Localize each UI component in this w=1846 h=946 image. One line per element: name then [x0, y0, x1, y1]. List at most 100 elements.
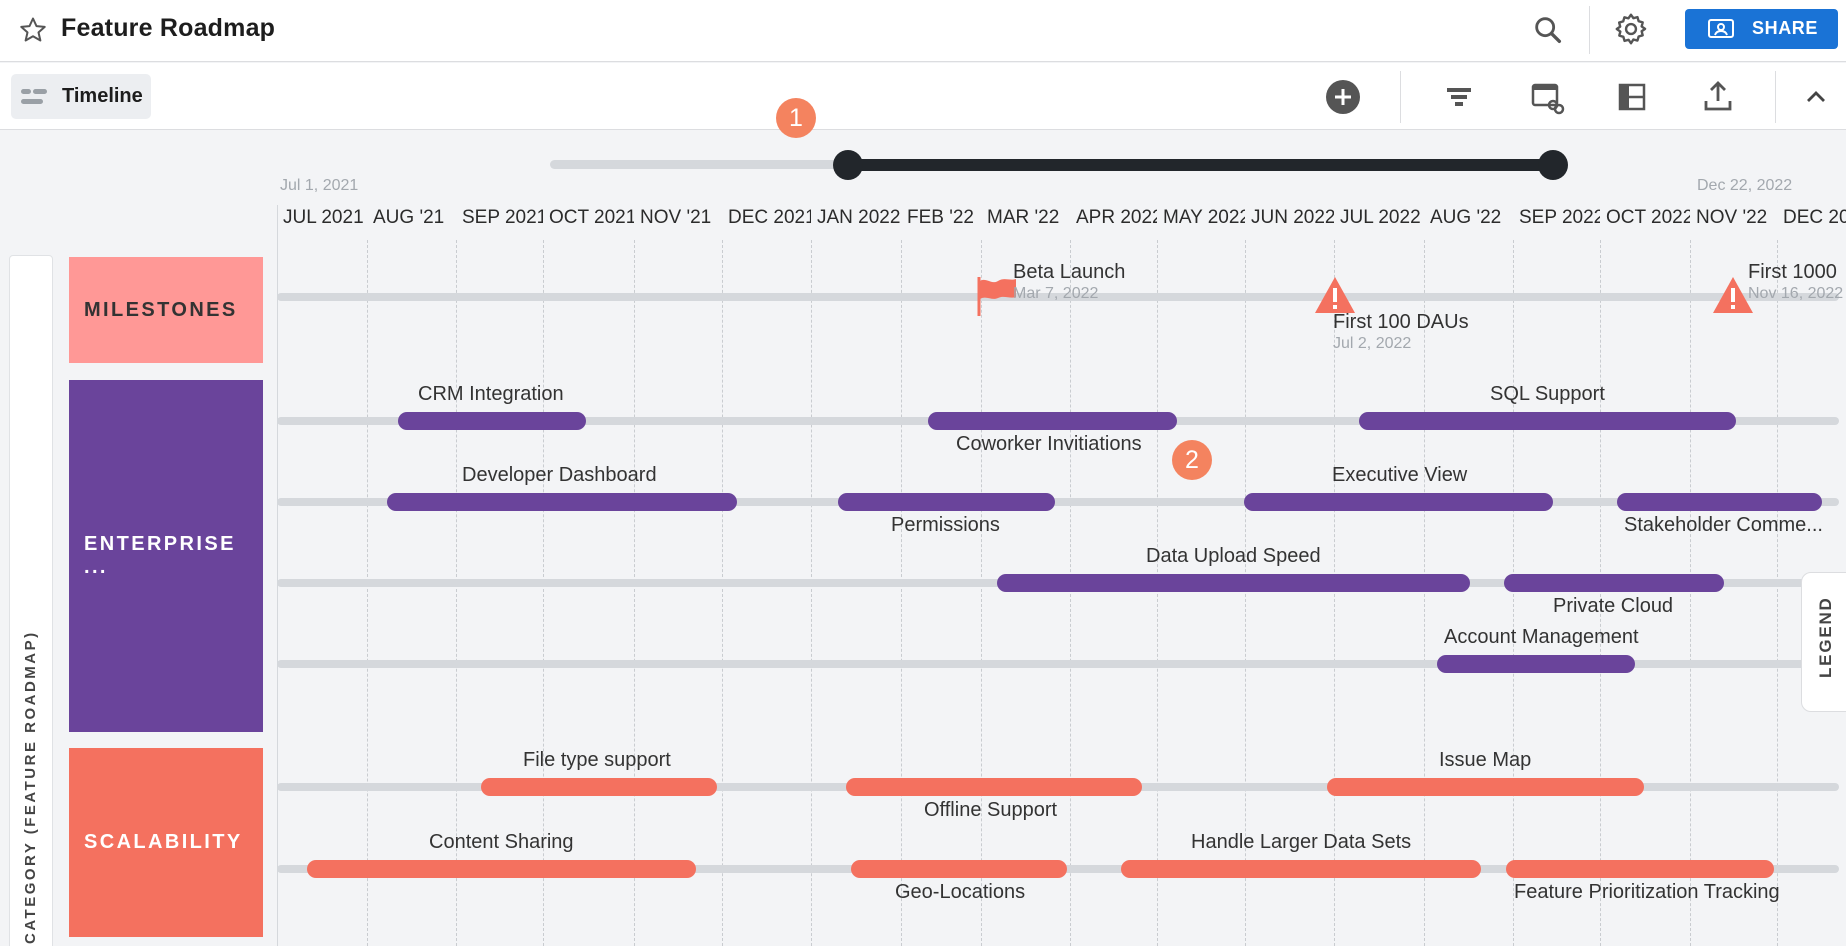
feature-bar[interactable] — [307, 860, 696, 878]
feature-bar[interactable] — [1327, 778, 1644, 796]
grid-line — [901, 240, 902, 946]
milestone-date: Jul 2, 2022 — [1333, 335, 1412, 352]
milestone-title[interactable]: First 100 DAUs — [1333, 311, 1469, 333]
grid-line — [1424, 240, 1425, 946]
range-start-label: Jul 1, 2021 — [280, 177, 359, 194]
view-selector-timeline[interactable]: Timeline — [11, 74, 151, 119]
grid-line — [1334, 240, 1335, 946]
grid-line — [811, 240, 812, 946]
feature-bar[interactable] — [997, 574, 1470, 592]
feature-bar[interactable] — [1244, 493, 1553, 511]
grid-line — [1777, 240, 1778, 946]
feature-bar[interactable] — [1359, 412, 1736, 430]
feature-bar[interactable] — [398, 412, 586, 430]
range-start-handle[interactable] — [833, 150, 863, 180]
feature-label: Content Sharing — [429, 831, 574, 853]
legend-label: LEGEND — [1816, 596, 1835, 678]
milestone-date: Mar 7, 2022 — [1013, 285, 1099, 302]
category-enterprise[interactable]: ENTERPRISE ... — [69, 380, 263, 732]
feature-bar[interactable] — [838, 493, 1055, 511]
window-link-icon[interactable] — [1526, 77, 1566, 117]
feature-lane — [277, 498, 1839, 506]
month-label: DEC 2021 — [728, 207, 811, 228]
feature-label: Private Cloud — [1553, 595, 1674, 617]
divider — [1589, 6, 1590, 54]
chevron-up-icon[interactable] — [1796, 77, 1836, 117]
feature-label: Coworker Invitiations — [956, 433, 1142, 455]
gear-icon[interactable] — [1613, 11, 1649, 47]
add-icon[interactable] — [1323, 77, 1363, 117]
feature-label: Permissions — [891, 514, 1000, 536]
export-icon[interactable] — [1698, 77, 1738, 117]
feature-bar[interactable] — [1437, 655, 1635, 673]
share-button[interactable]: SHARE — [1685, 9, 1838, 49]
milestone-title[interactable]: First 1000 — [1748, 261, 1837, 283]
category-scalability[interactable]: SCALABILITY — [69, 748, 263, 937]
grid-line — [1157, 240, 1158, 946]
rail-label: CATEGORY (FEATURE ROADMAP) — [22, 630, 39, 944]
month-label: NOV '21 — [640, 207, 712, 228]
category-label: ENTERPRISE ... — [84, 533, 236, 578]
layout-icon[interactable] — [1612, 77, 1652, 117]
warning-icon[interactable] — [1314, 275, 1356, 315]
flag-icon[interactable] — [975, 275, 1021, 317]
divider — [1775, 71, 1776, 123]
feature-bar[interactable] — [851, 860, 1067, 878]
range-end-handle[interactable] — [1538, 150, 1568, 180]
milestone-date: Nov 16, 2022 — [1748, 285, 1844, 302]
feature-bar[interactable] — [1121, 860, 1481, 878]
feature-label: File type support — [523, 749, 671, 771]
search-icon[interactable] — [1531, 13, 1565, 47]
feature-bar[interactable] — [481, 778, 717, 796]
share-label: SHARE — [1752, 18, 1819, 38]
grid-line — [722, 240, 723, 946]
grid-line — [1513, 240, 1514, 946]
feature-label: CRM Integration — [418, 383, 564, 405]
grid-line — [456, 240, 457, 946]
month-label: AUG '21 — [373, 207, 445, 228]
feature-label: Offline Support — [924, 799, 1058, 821]
page-title: Feature Roadmap — [61, 14, 276, 42]
feature-bar[interactable] — [1506, 860, 1774, 878]
range-end-label: Dec 22, 2022 — [1697, 177, 1793, 194]
grid-line — [1600, 240, 1601, 946]
feature-bar[interactable] — [1617, 493, 1822, 511]
divider — [1400, 71, 1401, 123]
feature-bar[interactable] — [846, 778, 1142, 796]
category-label: SCALABILITY — [84, 831, 243, 853]
feature-bar[interactable] — [387, 493, 737, 511]
feature-label: Handle Larger Data Sets — [1191, 831, 1412, 853]
legend-tab[interactable]: LEGEND — [1801, 572, 1846, 712]
warning-icon[interactable] — [1712, 275, 1754, 315]
milestone-lane — [277, 293, 1839, 301]
top-bar: Feature Roadmap SHARE — [0, 0, 1846, 62]
filter-icon[interactable] — [1439, 77, 1479, 117]
share-screen-icon — [1708, 19, 1734, 38]
view-label: Timeline — [62, 85, 143, 107]
month-label: APR 2022 — [1076, 207, 1157, 228]
category-rail[interactable] — [9, 255, 53, 946]
milestone-title[interactable]: Beta Launch — [1013, 261, 1126, 283]
feature-bar[interactable] — [1504, 574, 1724, 592]
month-label: SEP 2022 — [1519, 207, 1600, 228]
grid-line — [367, 240, 368, 946]
month-label: DEC 2022 — [1783, 207, 1846, 228]
month-label: JUN 2022 — [1251, 207, 1334, 228]
step-badge: 2 — [1172, 440, 1212, 480]
feature-label: Executive View — [1332, 464, 1468, 486]
grid-line — [981, 240, 982, 946]
month-label: AUG '22 — [1430, 207, 1502, 228]
range-slider-selection[interactable] — [848, 159, 1553, 171]
feature-bar[interactable] — [928, 412, 1177, 430]
star-icon[interactable] — [18, 15, 48, 45]
category-milestones[interactable]: MILESTONES — [69, 257, 263, 363]
feature-label: Developer Dashboard — [462, 464, 657, 486]
category-label: MILESTONES — [84, 298, 238, 321]
feature-label: Issue Map — [1439, 749, 1532, 771]
grid-line — [1245, 240, 1246, 946]
grid-line — [277, 205, 278, 946]
month-label: OCT 2021 — [549, 207, 634, 228]
feature-label: Geo-Locations — [895, 881, 1026, 903]
feature-lane — [277, 660, 1839, 668]
month-label: SEP 2021 — [462, 207, 543, 228]
